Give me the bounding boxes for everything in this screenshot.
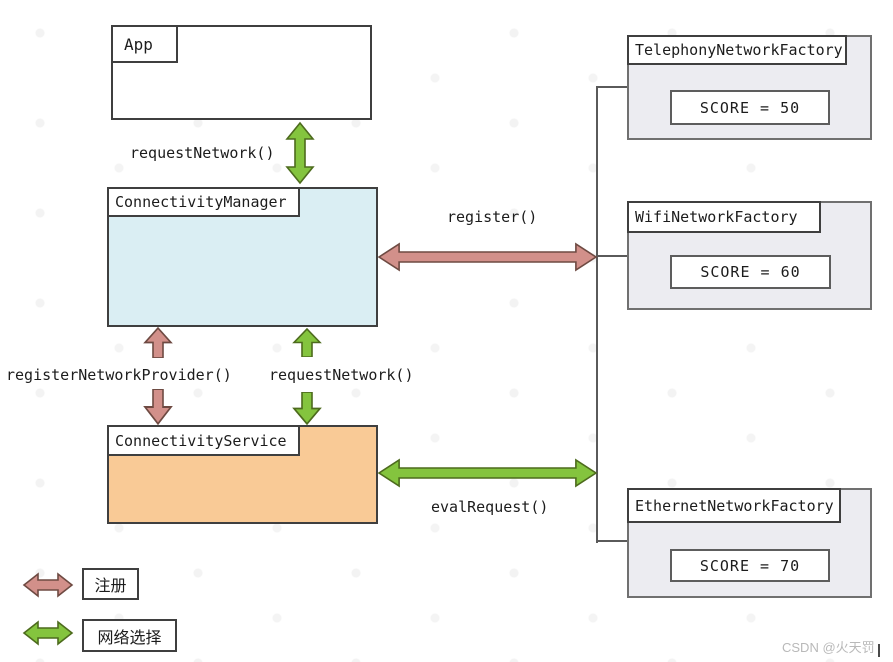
wifi-score-box: SCORE = 60 [670, 255, 831, 289]
telephony-score-box: SCORE = 50 [670, 90, 830, 125]
request-network-mid-up-arrow [292, 328, 322, 357]
ethernet-connector-stub [596, 540, 627, 542]
request-network-app-label: requestNetwork() [130, 144, 275, 162]
legend-register-label: 注册 [94, 576, 127, 595]
eval-request-label: evalRequest() [431, 498, 549, 516]
ethernet-score-value: SCORE = 70 [699, 556, 801, 575]
connectivity-manager-label: ConnectivityManager [115, 193, 287, 211]
app-node: App [111, 25, 372, 120]
register-label: register() [447, 208, 538, 226]
text-cursor-icon [878, 644, 880, 657]
request-network-mid-down-arrow [292, 392, 322, 425]
ethernet-factory-label-tab: EthernetNetworkFactory [627, 488, 841, 523]
wifi-score-value: SCORE = 60 [700, 263, 801, 281]
register-network-provider-down-arrow [143, 389, 173, 425]
ethernet-score-box: SCORE = 70 [670, 549, 830, 582]
legend-register-label-box: 注册 [82, 568, 139, 600]
telephony-connector-stub [596, 86, 627, 88]
connectivity-service-label: ConnectivityService [115, 431, 287, 450]
telephony-score-value: SCORE = 50 [699, 98, 801, 117]
ethernet-factory-label: EthernetNetworkFactory [635, 496, 834, 515]
connectivity-service-label-tab: ConnectivityService [107, 425, 300, 456]
wifi-factory-label-tab: WifiNetworkFactory [627, 201, 821, 233]
connectivity-manager-label-tab: ConnectivityManager [107, 187, 300, 217]
register-arrow [377, 242, 598, 272]
csdn-watermark: CSDN @火天罚 [782, 640, 875, 655]
ethernet-factory-node: EthernetNetworkFactory SCORE = 70 [627, 488, 872, 598]
factory-connector-vertical-line [596, 87, 598, 543]
telephony-factory-node: TelephonyNetworkFactory SCORE = 50 [627, 35, 872, 140]
legend-network-selection-label-box: 网络选择 [82, 619, 177, 652]
request-network-mid-label: requestNetwork() [269, 366, 414, 384]
request-network-app-arrow [285, 121, 315, 185]
wifi-connector-stub [596, 255, 627, 257]
app-node-label-tab: App [111, 25, 178, 63]
connectivity-manager-node: ConnectivityManager [107, 187, 378, 327]
app-node-label: App [124, 34, 153, 54]
register-network-provider-label: registerNetworkProvider() [6, 366, 232, 384]
eval-request-arrow [377, 458, 598, 488]
telephony-factory-label-tab: TelephonyNetworkFactory [627, 35, 847, 65]
connectivity-service-node: ConnectivityService [107, 425, 378, 524]
register-network-provider-up-arrow [143, 327, 173, 358]
legend-register-arrow [22, 572, 74, 598]
legend-network-selection-arrow [22, 620, 74, 646]
legend-network-selection-label: 网络选择 [97, 627, 162, 647]
wifi-factory-node: WifiNetworkFactory SCORE = 60 [627, 201, 872, 310]
telephony-factory-label: TelephonyNetworkFactory [635, 41, 843, 59]
wifi-factory-label: WifiNetworkFactory [635, 208, 798, 226]
